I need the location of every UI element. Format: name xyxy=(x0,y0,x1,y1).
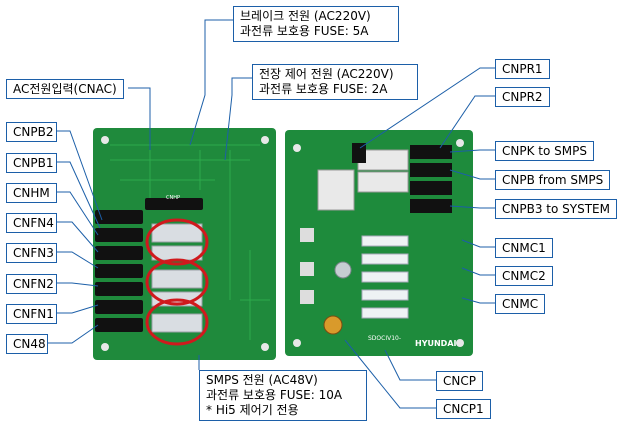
smps-power-callout: SMPS 전원 (AC48V) 과전류 보호용 FUSE: 10A * Hi5 … xyxy=(199,370,367,421)
leader-cnfn1 xyxy=(57,304,99,314)
smps-power-line3: * Hi5 제어기 전용 xyxy=(206,403,299,417)
brake-power-line2: 과전류 보호용 FUSE: 5A xyxy=(240,24,369,38)
connector-label-cnmc1: CNMC1 xyxy=(495,238,553,258)
connector-label-cnpk: CNPK to SMPS xyxy=(495,141,594,161)
leader-cnfn4 xyxy=(57,221,99,253)
brake-power-line1: 브레이크 전원 (AC220V) xyxy=(240,9,371,23)
connector-label-cncp1: CNCP1 xyxy=(436,399,491,419)
connector-label-cnpr2: CNPR2 xyxy=(495,87,550,107)
connector-label-cnfn4: CNFN4 xyxy=(6,213,57,233)
control-power-line2: 과전류 보호용 FUSE: 2A xyxy=(259,82,388,96)
leader-cnfn2 xyxy=(57,282,99,287)
leader-cnpb2 xyxy=(57,130,103,221)
connector-label-cnpb3: CNPB3 to SYSTEM xyxy=(495,199,617,219)
leader-cnpr1 xyxy=(359,67,495,149)
connector-label-cnhm: CNHM xyxy=(6,183,57,203)
connector-label-cnmc: CNMC xyxy=(495,294,546,314)
connector-label-cnmc2: CNMC2 xyxy=(495,266,553,286)
leader-cncp1 xyxy=(344,339,436,409)
leader-cncp xyxy=(384,349,436,381)
connector-label-cnpb2: CNPB2 xyxy=(6,122,57,142)
connector-label-cnfn2: CNFN2 xyxy=(6,274,57,294)
leader-brake xyxy=(189,19,233,146)
leader-cnmc xyxy=(461,297,495,304)
ac-input-callout: AC전원입력(CNAC) xyxy=(6,79,124,99)
leader-cnhm xyxy=(57,191,99,236)
leader-cnpb-from xyxy=(449,169,495,180)
leader-cnpb1 xyxy=(57,161,101,229)
part-mark: SDOCIV10- xyxy=(368,335,401,342)
connector-label-cncp: CNCP xyxy=(436,371,483,391)
brake-power-callout: 브레이크 전원 (AC220V) 과전류 보호용 FUSE: 5A xyxy=(233,6,399,42)
leader-cnpk xyxy=(449,149,495,153)
leader-cnpb3 xyxy=(449,205,495,209)
smps-power-line1: SMPS 전원 (AC48V) xyxy=(206,373,318,387)
connector-label-cn48: CN48 xyxy=(6,334,48,354)
leader-cnmc1 xyxy=(461,239,495,248)
connector-label-cnpb1: CNPB1 xyxy=(6,153,57,173)
leader-cnfn3 xyxy=(57,251,99,269)
connector-label-cnpr1: CNPR1 xyxy=(495,59,550,79)
connector-label-cnfn3: CNFN3 xyxy=(6,243,57,263)
leader-cnmc2 xyxy=(461,267,495,276)
leader-ac-input xyxy=(128,87,151,150)
leader-cnpr2 xyxy=(439,95,495,149)
header-mark: CNHP xyxy=(166,195,180,201)
smps-power-line2: 과전류 보호용 FUSE: 10A xyxy=(206,388,343,402)
connector-label-cnfn1: CNFN1 xyxy=(6,304,57,324)
leader-cn48 xyxy=(48,324,99,344)
connector-label-cnpb-from-smps: CNPB from SMPS xyxy=(495,170,611,190)
leader-control xyxy=(224,77,252,161)
control-power-line1: 전장 제어 전원 (AC220V) xyxy=(259,67,394,81)
brand-mark: HYUNDAI xyxy=(415,339,457,348)
control-power-callout: 전장 제어 전원 (AC220V) 과전류 보호용 FUSE: 2A xyxy=(252,64,418,100)
